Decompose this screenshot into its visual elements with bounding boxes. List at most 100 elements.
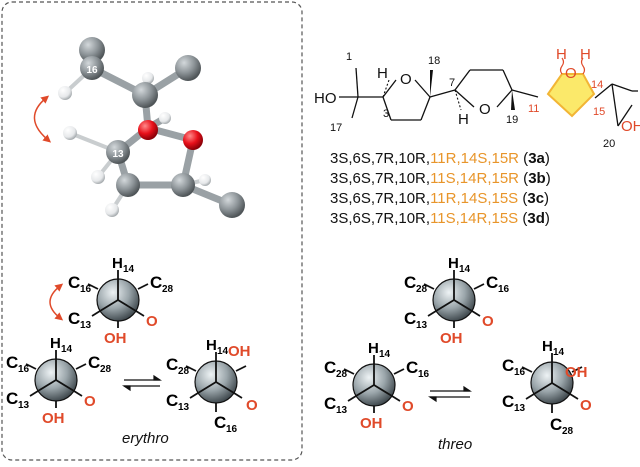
isomer-line-3c: 3S,6S,7R,10R,11R,14S,15S (3c) (330, 190, 550, 207)
atom-o: O (146, 313, 158, 330)
atom-o-ring2: O (479, 101, 491, 118)
highlighted-thf-ring (546, 73, 596, 118)
atom-c16: C (214, 413, 226, 432)
oxygen-atom (138, 120, 158, 140)
atom-oh: OH (360, 415, 383, 432)
carbon-atom (132, 82, 158, 108)
atom-oh: OH (228, 343, 251, 360)
atom-o: O (580, 397, 592, 414)
carbon-atom (175, 55, 201, 81)
atom-c28: C (150, 273, 162, 292)
atom-h-ring2: H (458, 111, 469, 128)
atom-c13-subscript: 13 (514, 403, 526, 414)
atom-c13: C (6, 389, 18, 408)
atom-h14-subscript: 14 (379, 349, 391, 360)
atom-number-11: 11 (528, 103, 539, 115)
isomer-config-fixed: 3S,6S,7R,10R, (330, 210, 431, 227)
atom-h14-subscript: 14 (459, 264, 471, 275)
atom-c13-subscript: 13 (416, 320, 428, 331)
atom-h14-subscript: 14 (61, 344, 73, 355)
atom-number-labels: 1 3 7 11 14 15 17 18 19 20 (330, 51, 615, 150)
hydrogen-atom (63, 126, 77, 140)
atom-number-14: 14 (591, 79, 603, 91)
atom-oh: OH (104, 330, 127, 347)
carbon-atom (79, 37, 105, 63)
atom-c13: C (502, 392, 514, 411)
ring3-stereo-wiggles (559, 57, 586, 75)
isomer-config-variable: 11R,14S,15R (430, 150, 520, 167)
atom-o: O (482, 313, 494, 330)
atom-o: O (402, 398, 414, 415)
compound-label: 3c (527, 190, 545, 207)
atom-c13: C (166, 391, 178, 410)
wedge-bonds (430, 70, 515, 110)
atom-c16-subscript: 16 (80, 284, 92, 295)
atom-c16: C (6, 353, 18, 372)
atom-oh: OH (42, 410, 65, 427)
caption-erythro: erythro (122, 430, 169, 447)
atom-oh: OH (565, 364, 588, 381)
atom-c28-subscript: 28 (178, 366, 190, 377)
atom-c16-subscript: 16 (226, 424, 238, 435)
atom-c16: C (486, 273, 498, 292)
atom-c28-subscript: 28 (336, 369, 348, 380)
isomer-config-fixed: 3S,6S,7R,10R, (330, 170, 431, 187)
atom-number-20: 20 (603, 138, 615, 150)
hydrogen-atom (199, 174, 211, 186)
atom-c13-subscript: 13 (336, 405, 348, 416)
isomer-line-3b: 3S,6S,7R,10R,11S,14R,15R (3b) (330, 170, 551, 187)
ball-and-stick-model: 16 13 (58, 37, 245, 218)
newman-projection-erythro-top: H 14 C 16 C 28 C 13 OH O (68, 255, 174, 347)
isomer-config-variable: 11S,14R,15R (430, 170, 520, 187)
atom-number-1: 1 (346, 51, 352, 63)
oxygen-atom (183, 130, 203, 150)
hydrogen-atom (159, 112, 171, 124)
carbon-atom (116, 173, 140, 197)
newman-projection-threo-left: H 14 C 28 C 16 C 13 OH O (324, 340, 430, 432)
atom-c16: C (68, 273, 80, 292)
carbon-atom (219, 192, 245, 218)
atom-number-17: 17 (330, 122, 342, 134)
newman-projection-threo-right: H 14 OH C 16 C 13 O C 28 (502, 338, 592, 437)
isomer-config-variable: 11S,14R,15S (430, 210, 519, 227)
atom-h14: H (50, 335, 61, 352)
erythro-panel-border (1, 1, 303, 461)
structure-labels: HO OH O O O H H H H (314, 46, 640, 135)
atom-c28-subscript: 28 (562, 426, 574, 437)
atom-c16-subscript: 16 (418, 369, 430, 380)
equilibrium-arrows-erythro (122, 374, 162, 392)
atom-h14-subscript: 14 (553, 347, 565, 358)
hydrogen-atom (58, 86, 72, 100)
atom-c13: C (324, 394, 336, 413)
atom-c28-subscript: 28 (162, 284, 174, 295)
atom-c16: C (502, 356, 514, 375)
hydrogen-atom (142, 72, 154, 84)
carbon-atom-16 (80, 56, 104, 80)
noe-curved-arrow-newman (49, 283, 64, 321)
atom-oh-right: OH (621, 118, 640, 135)
newman-projection-erythro-right: H 14 OH C 28 C 13 O C 16 (166, 337, 258, 435)
atom-c13: C (68, 309, 80, 328)
atom-c16-subscript: 16 (498, 284, 510, 295)
newman-projection-threo-top: H 14 C 28 C 16 C 13 OH O (404, 255, 510, 347)
newman-projection-erythro-left: H 14 C 16 C 28 C 13 OH O (6, 335, 112, 427)
atom-number-18: 18 (428, 55, 440, 67)
atom-c28: C (324, 358, 336, 377)
atom-h14-subscript: 14 (123, 264, 135, 275)
isomer-config-fixed: 3S,6S,7R,10R, (330, 150, 431, 167)
atom-number-15: 15 (593, 106, 605, 118)
atom-c28: C (88, 353, 100, 372)
atom-label-16: 16 (86, 65, 98, 76)
atom-h14: H (112, 255, 123, 272)
atom-h14-subscript: 14 (217, 346, 229, 357)
atom-number-7: 7 (449, 77, 455, 89)
atom-o: O (84, 393, 96, 410)
hydrogen-atom (91, 170, 105, 184)
hydrogen-atom (105, 203, 119, 217)
atom-h14: H (542, 338, 553, 355)
isomer-line-3a: 3S,6S,7R,10R,11R,14S,15R (3a) (330, 150, 550, 167)
atom-oh: OH (440, 330, 463, 347)
atom-c13-subscript: 13 (178, 402, 190, 413)
atom-c16: C (406, 358, 418, 377)
